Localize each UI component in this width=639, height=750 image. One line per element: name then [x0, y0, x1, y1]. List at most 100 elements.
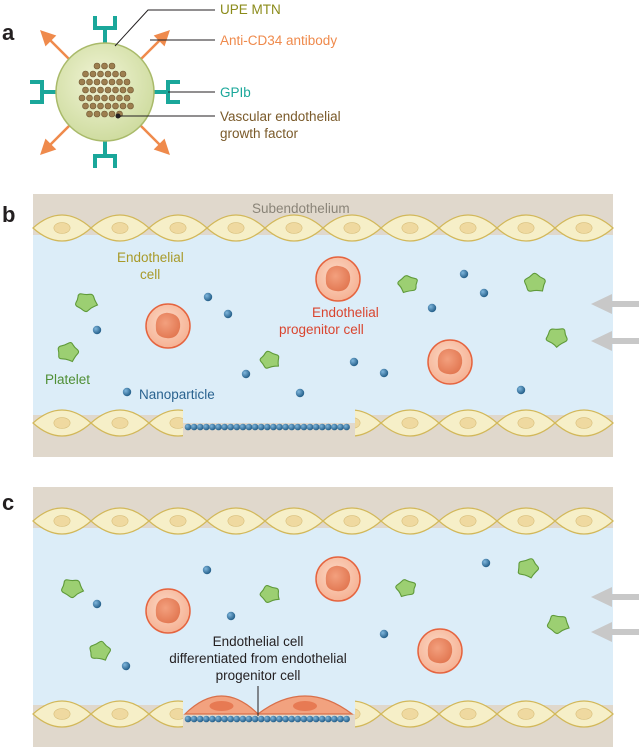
lumen-c: [33, 528, 613, 705]
bound-nanoparticle: [295, 716, 302, 723]
panel-a: a: [2, 2, 341, 166]
panel-label-b: b: [2, 202, 15, 227]
bound-nanoparticle: [337, 716, 344, 723]
endothelial-nucleus: [402, 516, 418, 527]
vegf-dot: [83, 103, 89, 109]
nanoparticle: [242, 370, 250, 378]
bound-nanoparticle: [282, 716, 289, 723]
mtn-sphere: [56, 43, 154, 141]
vegf-dot: [94, 95, 100, 101]
vegf-dot: [124, 95, 130, 101]
vegf-dot: [102, 79, 108, 85]
panel-b: b Subendothelium Endothelial cell Endoth…: [2, 194, 639, 457]
flow-arrow-shaft: [608, 594, 639, 600]
endothelial-nucleus: [518, 418, 534, 429]
vegf-dot: [105, 71, 111, 77]
label-subendothelium: Subendothelium: [252, 201, 350, 216]
vegf-dot: [102, 111, 108, 117]
endothelial-nucleus: [112, 418, 128, 429]
bound-nanoparticle: [252, 424, 259, 431]
bound-nanoparticle: [227, 716, 234, 723]
nanoparticle: [380, 369, 388, 377]
vegf-dot: [79, 79, 85, 85]
bound-nanoparticle: [258, 424, 265, 431]
bound-nanoparticle: [258, 716, 265, 723]
vegf-dot: [113, 103, 119, 109]
bound-nanoparticle: [301, 716, 308, 723]
progenitor-nucleus: [428, 638, 452, 663]
endothelial-nucleus: [228, 223, 244, 234]
bound-nanoparticle: [215, 716, 222, 723]
bound-nanoparticle: [240, 424, 247, 431]
bound-nanoparticle: [343, 424, 350, 431]
bound-nanoparticle: [337, 424, 344, 431]
vegf-dot: [109, 111, 115, 117]
endothelial-nucleus: [54, 516, 70, 527]
endothelial-nucleus: [344, 516, 360, 527]
vegf-dot: [90, 71, 96, 77]
bound-nanoparticle: [203, 424, 210, 431]
bound-nanoparticle: [325, 424, 332, 431]
nanoparticle: [224, 310, 232, 318]
vegf-dot: [90, 103, 96, 109]
bound-nanoparticle: [288, 424, 295, 431]
bound-nanoparticle: [209, 424, 216, 431]
bound-nanoparticle: [246, 716, 253, 723]
vegf-dot: [87, 95, 93, 101]
progenitor-nucleus: [326, 266, 350, 291]
nanoparticle: [93, 326, 101, 334]
bound-nanoparticle: [270, 716, 277, 723]
label-anti-cd34: Anti-CD34 antibody: [220, 33, 337, 48]
endothelial-nucleus: [54, 418, 70, 429]
progenitor-nucleus: [326, 566, 350, 591]
bound-nanoparticle: [276, 424, 283, 431]
bound-nanoparticle: [197, 424, 204, 431]
label-epc-2: progenitor cell: [279, 322, 364, 337]
endothelial-nucleus: [402, 709, 418, 720]
progenitor-nucleus: [438, 349, 462, 374]
endothelial-nucleus: [170, 516, 186, 527]
nanoparticle: [296, 389, 304, 397]
endothelial-nucleus: [286, 516, 302, 527]
endothelial-nucleus: [518, 516, 534, 527]
endothelial-nucleus: [460, 709, 476, 720]
vegf-dot: [120, 103, 126, 109]
vegf-dot: [87, 79, 93, 85]
vegf-dot: [102, 63, 108, 69]
bound-nanoparticle: [295, 424, 302, 431]
vegf-dot: [98, 71, 104, 77]
bound-nanoparticle: [252, 716, 259, 723]
bound-nanoparticle: [227, 424, 234, 431]
bound-nanoparticle: [197, 716, 204, 723]
bound-nanoparticle: [307, 424, 314, 431]
nanoparticle: [428, 304, 436, 312]
bound-nanoparticle: [191, 424, 198, 431]
bound-nanoparticle: [313, 424, 320, 431]
bound-nanoparticle: [185, 716, 192, 723]
vegf-dot: [94, 111, 100, 117]
endothelial-nucleus: [112, 709, 128, 720]
new-cell-nucleus: [293, 701, 317, 711]
vegf-dot: [102, 95, 108, 101]
bound-nanoparticle: [331, 424, 338, 431]
vegf-dot: [109, 63, 115, 69]
vegf-dot: [94, 79, 100, 85]
endothelial-nucleus: [402, 223, 418, 234]
progenitor-nucleus: [156, 313, 180, 338]
nanoparticle: [482, 559, 490, 567]
endothelial-nucleus: [286, 223, 302, 234]
bound-nanoparticle: [276, 716, 283, 723]
bound-nanoparticle: [240, 716, 247, 723]
label-gpib: GPIb: [220, 85, 251, 100]
nanoparticle: [204, 293, 212, 301]
bound-nanoparticle: [264, 424, 271, 431]
nanoparticle: [517, 386, 525, 394]
vegf-dot: [117, 95, 123, 101]
vegf-dot: [83, 87, 89, 93]
bound-nanoparticle: [331, 716, 338, 723]
bound-nanoparticle: [288, 716, 295, 723]
progenitor-nucleus: [156, 598, 180, 623]
vegf-dot: [105, 103, 111, 109]
bound-nanoparticle: [264, 716, 271, 723]
